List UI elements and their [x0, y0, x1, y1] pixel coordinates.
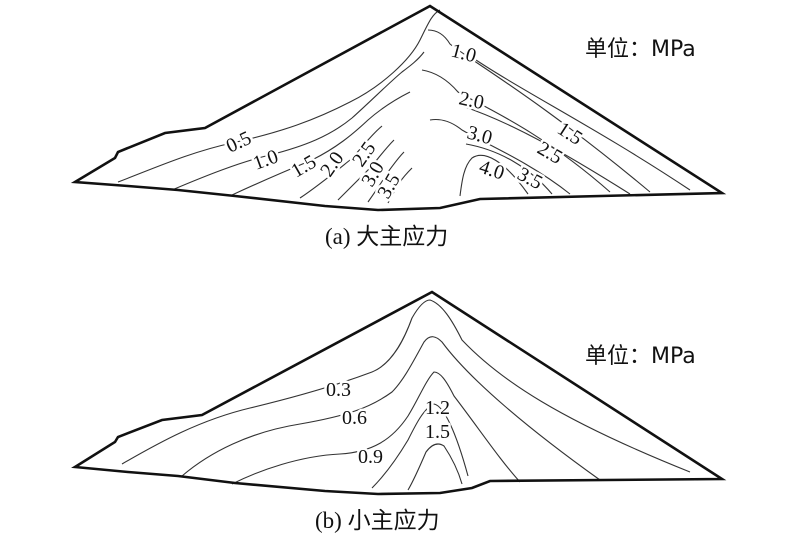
contour-a-1-0-left	[171, 51, 425, 191]
panel-b-contour-lines	[121, 299, 691, 491]
contour-a-1-0-right	[427, 29, 651, 193]
contour-label-a-2-5-right: 2.5	[534, 137, 567, 169]
contour-label-b-0-9: 0.9	[358, 446, 383, 468]
contour-label-a-1-0-left: 1.0	[250, 145, 281, 174]
contour-b-1-5	[407, 443, 463, 491]
dam-outline-b	[71, 290, 727, 496]
contour-a-3-0-right	[429, 118, 571, 195]
contour-b-0-9	[231, 371, 521, 485]
contour-label-b-1-2: 1.2	[425, 397, 450, 419]
contour-a-3-5-right	[465, 143, 553, 195]
contour-b-1-2	[371, 403, 469, 489]
contour-a-1-5-left	[231, 91, 411, 196]
panel-b-minor-principal-stress: 0.3 0.6 0.9 1.2 1.5 单位：MPa (b) 小主应力	[71, 290, 727, 533]
contour-label-a-1-0-right: 1.0	[449, 40, 479, 68]
contour-label-b-0-3: 0.3	[326, 379, 351, 401]
contour-label-a-2-0-left: 2.0	[316, 148, 348, 181]
contour-a-0-5	[117, 9, 441, 183]
contour-b-0-3	[121, 299, 691, 473]
contour-a-2-0-left	[299, 125, 383, 199]
dam-outline-a	[70, 4, 727, 212]
contour-a-2-0-right	[421, 69, 611, 193]
contour-a-3-5-left	[387, 167, 413, 204]
contour-label-a-1-5-left: 1.5	[288, 151, 321, 183]
contour-a-2-5-left	[337, 139, 395, 201]
unit-label-a: 单位：MPa	[585, 37, 696, 62]
contour-label-b-1-5: 1.5	[425, 421, 450, 443]
panel-a-major-principal-stress: 0.5 1.0 1.5 2.0 2.5 3.0 3.5 1.0 2.0 3.0 …	[70, 4, 727, 249]
contour-label-a-2-0-right: 2.0	[457, 87, 486, 114]
contour-a-1-5-right	[469, 55, 691, 191]
contour-label-b-0-6: 0.6	[342, 407, 367, 429]
panel-a-contour-lines	[117, 9, 691, 204]
contour-a-3-0-left	[367, 151, 405, 203]
contour-label-a-0-5: 0.5	[223, 127, 255, 158]
caption-a: (a) 大主应力	[325, 224, 448, 249]
caption-b: (b) 小主应力	[315, 508, 440, 533]
contour-label-a-3-5-right: 3.5	[514, 163, 546, 194]
contour-a-4-0	[459, 154, 529, 197]
unit-label-b: 单位：MPa	[585, 344, 696, 369]
contour-a-2-5-right	[461, 105, 631, 195]
contour-label-a-4-0: 4.0	[476, 156, 507, 185]
contour-b-0-6	[181, 336, 601, 481]
